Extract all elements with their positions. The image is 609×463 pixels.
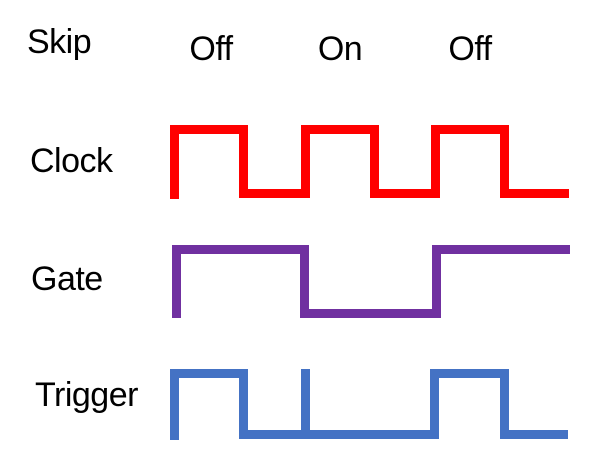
skip-state-off-2: Off	[448, 30, 492, 68]
skip-state-off-1: Off	[189, 30, 233, 68]
trigger-label: Trigger	[35, 376, 138, 414]
gate-waveform	[172, 245, 570, 318]
trigger-waveform	[170, 369, 568, 440]
skip-label: Skip	[27, 23, 92, 61]
gate-label: Gate	[31, 260, 103, 298]
skip-state-on: On	[317, 30, 363, 68]
clock-waveform	[170, 125, 569, 199]
clock-label: Clock	[30, 142, 113, 180]
